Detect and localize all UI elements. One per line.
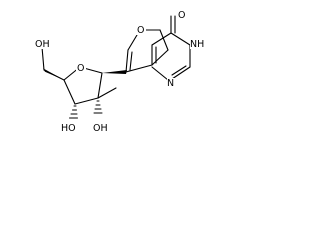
- hydroxyl-bottom-right-label: OH: [93, 123, 108, 134]
- bond-c3a-c7: [125, 64, 153, 73]
- wedge-c4-ch2: [43, 68, 64, 80]
- chemical-structure-diagram: O O NH N O OH HO OH: [34, 9, 206, 134]
- bond-c3-c4: [63, 79, 76, 105]
- bond-c2-c3: [74, 97, 99, 105]
- bond-c7-c7a-double: [129, 51, 133, 71]
- hash-c2-oh: [93, 100, 103, 114]
- bond-n1-c7a: [151, 66, 169, 81]
- ring-nitrogen-label: N: [167, 78, 174, 89]
- stereo-bonds: [43, 68, 127, 119]
- ribose-oxygen-label: O: [77, 63, 84, 74]
- hydroxyl-bottom-left-label: HO: [61, 123, 76, 134]
- bond-c3-c3a: [151, 49, 169, 66]
- bond-c2-n1: [171, 66, 191, 80]
- hash-c3-oh: [69, 105, 78, 119]
- atom-labels: O O NH N O OH HO OH: [34, 9, 206, 134]
- bond-c7-c7a: [125, 49, 129, 73]
- bond-c2-c3: [159, 29, 169, 51]
- bond-c2-methyl: [97, 87, 117, 99]
- bond-oh-ch2: [41, 46, 45, 71]
- bond-c1-c2: [97, 72, 103, 99]
- wedge-c1-c7: [102, 70, 127, 74]
- bond-c4a-c4: [151, 32, 172, 46]
- furan-oxygen-label: O: [137, 25, 144, 36]
- hydroxyl-top-label: OH: [35, 39, 50, 50]
- carbonyl-oxygen-label: O: [178, 10, 185, 21]
- bond-c2-n1-double: [171, 65, 187, 76]
- pyrimidinone-ring-bonds: [151, 15, 191, 81]
- furan-ring-bonds: [125, 29, 169, 73]
- nh-label: NH: [190, 39, 204, 50]
- bond-c4-n3: [170, 32, 191, 46]
